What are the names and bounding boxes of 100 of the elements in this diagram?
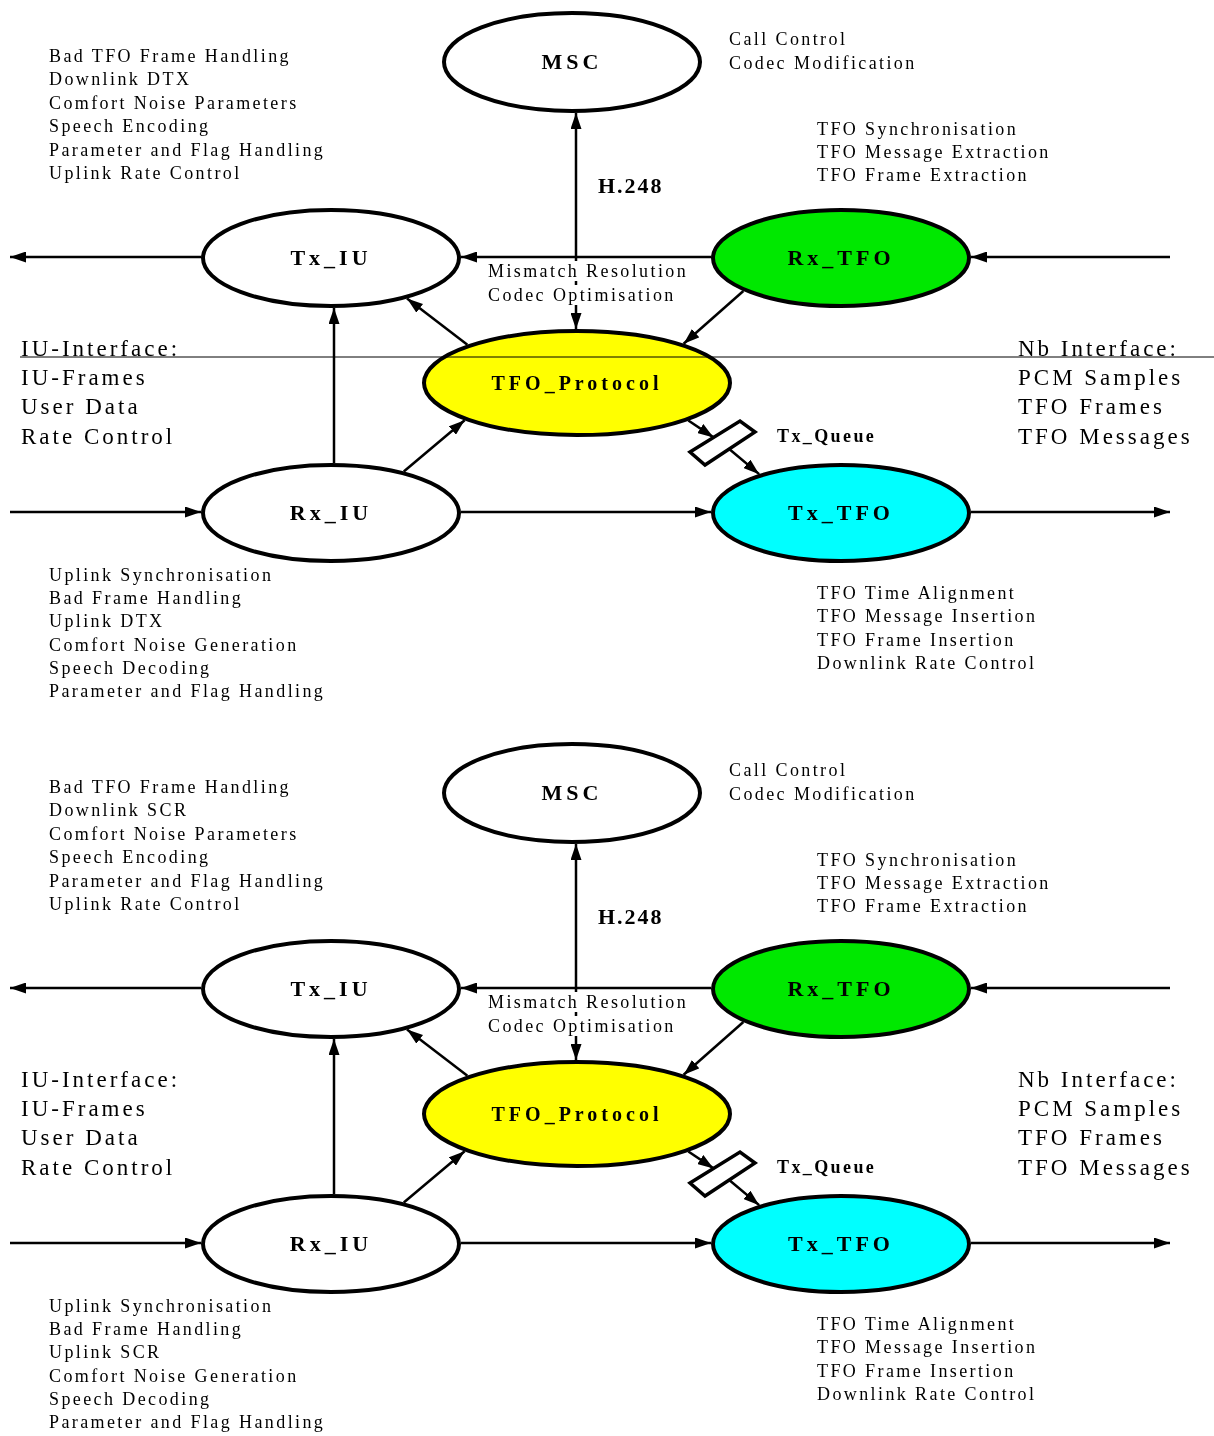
queue-label: Tx_Queue xyxy=(777,426,877,446)
arrow xyxy=(10,251,202,263)
arrow xyxy=(328,1039,340,1194)
process-ellipse xyxy=(201,1194,461,1294)
function-text: Mismatch Resolution xyxy=(488,261,689,281)
function-text: Uplink Rate Control xyxy=(49,163,242,183)
node-label: Tx_IU xyxy=(290,978,372,1000)
process-ellipse xyxy=(442,11,702,113)
node-label: Tx_TFO xyxy=(788,502,894,524)
function-text: Parameter and Flag Handling xyxy=(49,870,326,891)
interface-text: PCM Samples xyxy=(1018,1097,1184,1121)
queue-symbol xyxy=(690,421,755,465)
arrow xyxy=(728,448,760,476)
arrow xyxy=(460,506,712,518)
arrow xyxy=(687,419,715,439)
function-text: Mismatch Resolution xyxy=(488,992,689,1012)
process-ellipse xyxy=(201,463,461,563)
interface-text: User Data xyxy=(21,1126,141,1150)
function-text: Bad TFO Frame Handling xyxy=(49,46,291,66)
interface-text: Nb Interface: xyxy=(1018,337,1179,361)
process-ellipse xyxy=(201,939,461,1039)
node-label: TFO_Protocol xyxy=(491,1104,663,1124)
queue-symbol xyxy=(690,1152,755,1196)
process-ellipse xyxy=(711,939,971,1039)
function-text: TFO Message Insertion xyxy=(817,606,1038,627)
function-text: Downlink Rate Control xyxy=(817,1383,1037,1404)
function-text: Bad Frame Handling xyxy=(49,1319,244,1340)
node-label: Rx_IU xyxy=(289,1233,373,1255)
process-ellipse xyxy=(711,463,971,563)
function-text: TFO Message Extraction xyxy=(817,873,1051,894)
node-label: Tx_TFO xyxy=(788,1233,894,1255)
queue-label: Tx_Queue xyxy=(777,1157,877,1177)
arrow xyxy=(970,982,1170,994)
arrow xyxy=(10,506,202,518)
arrow xyxy=(970,1237,1170,1249)
function-text: TFO Frame Insertion xyxy=(817,629,1016,650)
interface-text: IU-Frames xyxy=(21,1097,148,1121)
node-label: Rx_IU xyxy=(289,502,373,524)
function-text: Speech Encoding xyxy=(49,847,211,868)
function-text: Codec Optimisation xyxy=(488,285,676,305)
interface-text: User Data xyxy=(21,395,141,419)
arrow xyxy=(570,844,582,1060)
function-text: Downlink Rate Control xyxy=(817,652,1037,673)
function-text: Codec Modification xyxy=(729,783,917,804)
arrow xyxy=(687,1150,715,1170)
process-ellipse xyxy=(442,742,702,844)
function-text: Speech Decoding xyxy=(49,657,212,678)
arrow xyxy=(10,982,202,994)
arrow xyxy=(10,1237,202,1249)
node-label: TFO_Protocol xyxy=(491,373,663,393)
function-text: Bad TFO Frame Handling xyxy=(49,777,291,797)
interface-text: TFO Frames xyxy=(1018,395,1165,419)
function-text: Uplink DTX xyxy=(49,611,165,632)
interface-text: Nb Interface: xyxy=(1018,1068,1179,1092)
process-ellipse xyxy=(711,208,971,308)
node-label: MSC xyxy=(541,782,603,804)
function-text: TFO Frame Extraction xyxy=(817,165,1029,186)
function-text: Parameter and Flag Handling xyxy=(49,681,326,701)
function-text: Uplink Synchronisation xyxy=(49,565,274,585)
arrow xyxy=(682,1021,745,1076)
arrow xyxy=(682,290,745,345)
interface-text: IU-Interface: xyxy=(21,337,181,361)
arrow xyxy=(460,251,712,263)
function-text: TFO Time Alignment xyxy=(817,1314,1017,1334)
interface-text: PCM Samples xyxy=(1018,366,1184,390)
interface-text: IU-Frames xyxy=(21,366,148,390)
arrow xyxy=(403,1150,466,1204)
arrow xyxy=(970,251,1170,263)
function-text: Parameter and Flag Handling xyxy=(49,1412,326,1432)
function-text: TFO Message Insertion xyxy=(817,1337,1038,1358)
function-text: Call Control xyxy=(729,29,848,49)
interface-text: TFO Messages xyxy=(1018,1156,1193,1180)
function-text: Downlink DTX xyxy=(49,69,192,90)
function-text: Codec Optimisation xyxy=(488,1016,676,1036)
function-text: TFO Frame Extraction xyxy=(817,896,1029,917)
function-text: Uplink Rate Control xyxy=(49,894,242,914)
function-text: Comfort Noise Generation xyxy=(49,634,299,655)
process-ellipse xyxy=(422,329,732,437)
function-text: Speech Decoding xyxy=(49,1388,212,1409)
function-text: TFO Time Alignment xyxy=(817,583,1017,603)
process-ellipse xyxy=(711,1194,971,1294)
process-ellipse xyxy=(201,208,461,308)
arrow xyxy=(728,1179,760,1207)
function-text: Comfort Noise Generation xyxy=(49,1365,299,1386)
node-label: Rx_TFO xyxy=(787,247,895,269)
arrow xyxy=(406,1028,469,1077)
function-text: Comfort Noise Parameters xyxy=(49,92,299,113)
arrow xyxy=(570,113,582,329)
function-text: TFO Message Extraction xyxy=(817,142,1051,163)
function-text: Bad Frame Handling xyxy=(49,588,244,609)
arrow xyxy=(328,308,340,463)
function-text: Parameter and Flag Handling xyxy=(49,139,326,160)
function-text: Codec Modification xyxy=(729,52,917,73)
arrow xyxy=(406,297,469,346)
interface-text: Rate Control xyxy=(21,1156,176,1180)
function-text: Uplink SCR xyxy=(49,1342,162,1363)
function-text: Downlink SCR xyxy=(49,800,189,821)
interface-text: Rate Control xyxy=(21,425,176,449)
function-text: TFO Frame Insertion xyxy=(817,1360,1016,1381)
function-text: Comfort Noise Parameters xyxy=(49,823,299,844)
